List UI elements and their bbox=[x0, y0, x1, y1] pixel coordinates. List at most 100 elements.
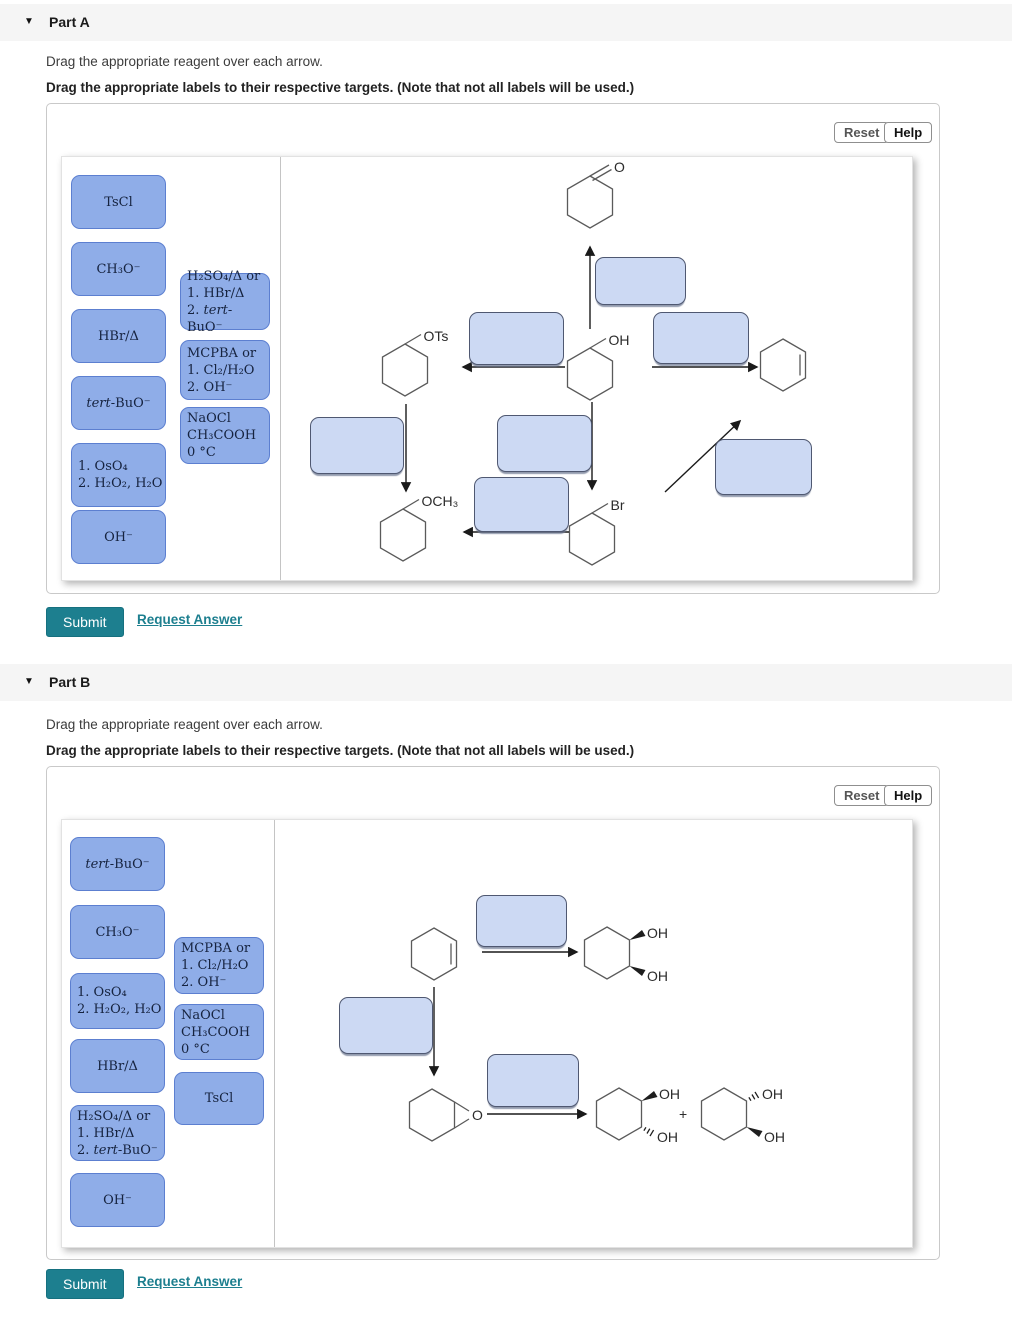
structure-cyclohexene bbox=[410, 927, 458, 981]
chip-label: tert-BuO⁻ bbox=[86, 395, 151, 411]
atom-label-oh: OH bbox=[657, 1129, 678, 1145]
palette-divider bbox=[280, 157, 281, 580]
reagent-chip-tertbuo[interactable]: tert-BuO⁻ bbox=[70, 837, 165, 891]
reagent-chip-mcpba[interactable]: MCPBA or 1. Cl₂/H₂O 2. OH⁻ bbox=[180, 340, 270, 400]
reagent-chip-hbr[interactable]: HBr/Δ bbox=[71, 309, 166, 363]
help-button[interactable]: Help bbox=[884, 785, 933, 806]
reagent-chip-tscl[interactable]: TsCl bbox=[71, 175, 166, 229]
instruction-bold-text: Drag the appropriate labels to their res… bbox=[46, 743, 635, 758]
part-a-header-bar: ▼ Part A bbox=[0, 4, 1012, 41]
chip-label: TsCl bbox=[204, 1091, 234, 1106]
reagent-chip-oh[interactable]: OH⁻ bbox=[70, 1173, 165, 1227]
chip-label: NaOCl bbox=[181, 1007, 225, 1023]
instruction-text: Drag the appropriate reagent over each a… bbox=[46, 54, 323, 69]
help-button[interactable]: Help bbox=[884, 122, 933, 143]
drop-target-dehydration[interactable] bbox=[653, 312, 749, 364]
chip-label: 0 °C bbox=[187, 445, 216, 460]
structure-bromocyclohexane: Br bbox=[568, 497, 625, 566]
part-a-workspace: TsCl CH₃O⁻ HBr/Δ tert-BuO⁻ 1. OsO₄ 2. H₂… bbox=[61, 156, 913, 581]
chip-label: 2. tert-BuO⁻ bbox=[77, 1142, 158, 1158]
reagent-chip-oso4[interactable]: 1. OsO₄ 2. H₂O₂, H₂O bbox=[70, 973, 165, 1029]
submit-button[interactable]: Submit bbox=[46, 607, 124, 637]
submit-button[interactable]: Submit bbox=[46, 1269, 124, 1299]
structure-trans-diol-1: OH OH bbox=[595, 1086, 680, 1145]
reagent-chip-mcpba[interactable]: MCPBA or 1. Cl₂/H₂O 2. OH⁻ bbox=[174, 937, 264, 994]
atom-label-oh: OH bbox=[659, 1086, 680, 1102]
chip-label: 2. H₂O₂, H₂O bbox=[77, 1002, 162, 1017]
reset-button[interactable]: Reset bbox=[834, 122, 890, 143]
part-b-workspace: tert-BuO⁻ CH₃O⁻ 1. OsO₄ 2. H₂O₂, H₂O HBr… bbox=[61, 819, 913, 1248]
arrow-bromide-to-alkene-diagonal bbox=[664, 419, 742, 493]
chip-label: CH₃O⁻ bbox=[96, 261, 141, 277]
chip-label: 1. HBr/Δ bbox=[77, 1125, 135, 1141]
structure-cyclohexanone: O bbox=[566, 159, 625, 229]
chip-label: MCPBA or bbox=[187, 345, 257, 361]
collapse-triangle-icon[interactable]: ▼ bbox=[24, 676, 34, 687]
drop-target-epoxidation[interactable] bbox=[339, 997, 433, 1054]
chip-label: 1. HBr/Δ bbox=[187, 285, 245, 301]
structure-cyclohexene bbox=[759, 338, 807, 392]
reagent-chip-ch3o[interactable]: CH₃O⁻ bbox=[71, 242, 166, 296]
reagent-chip-naocl[interactable]: NaOCl CH₃COOH 0 °C bbox=[174, 1004, 264, 1060]
palette-divider bbox=[274, 820, 275, 1247]
reagent-chip-tscl[interactable]: TsCl bbox=[174, 1072, 264, 1125]
drop-target-sn2-br[interactable] bbox=[474, 477, 569, 532]
drop-target-bromination[interactable] bbox=[497, 415, 592, 472]
drop-target-oxidation[interactable] bbox=[595, 257, 686, 305]
part-b-title: Part B bbox=[49, 674, 91, 690]
chip-label: H₂SO₄/Δ or bbox=[77, 1108, 151, 1124]
part-b-header-bar: ▼ Part B bbox=[0, 664, 1012, 701]
atom-label-oh: OH bbox=[647, 925, 668, 941]
reagent-chip-hbr[interactable]: HBr/Δ bbox=[70, 1039, 165, 1093]
request-answer-link[interactable]: Request Answer bbox=[137, 1274, 243, 1289]
atom-label-br: Br bbox=[611, 497, 625, 513]
atom-label-o: O bbox=[614, 159, 625, 175]
drop-target-dihydroxylation[interactable] bbox=[476, 895, 567, 947]
atom-label-oh: OH bbox=[762, 1086, 783, 1102]
chip-label: tert-BuO⁻ bbox=[85, 856, 150, 872]
reagent-chip-tertbuo[interactable]: tert-BuO⁻ bbox=[71, 376, 166, 430]
reagent-chip-h2so4[interactable]: H₂SO₄/Δ or 1. HBr/Δ 2. tert-BuO⁻ bbox=[180, 269, 270, 335]
chip-label: OH⁻ bbox=[104, 529, 133, 545]
request-answer-link[interactable]: Request Answer bbox=[137, 612, 243, 627]
collapse-triangle-icon[interactable]: ▼ bbox=[24, 16, 34, 27]
instruction-text: Drag the appropriate reagent over each a… bbox=[46, 717, 323, 732]
chip-label: TsCl bbox=[104, 194, 133, 210]
atom-label-oh: OH bbox=[609, 332, 630, 348]
part-b-panel: Reset Help tert-BuO⁻ CH₃O⁻ 1. OsO₄ 2. H₂… bbox=[46, 766, 940, 1260]
atom-label-och3: OCH₃ bbox=[422, 493, 459, 509]
instruction-bold-text: Drag the appropriate labels to their res… bbox=[46, 80, 635, 95]
chip-label: 2. tert-BuO⁻ bbox=[187, 302, 233, 335]
chip-label: NaOCl bbox=[187, 411, 231, 426]
atom-label-oh: OH bbox=[647, 968, 668, 984]
chip-label: CH₃COOH bbox=[181, 1024, 251, 1040]
chip-label: 0 °C bbox=[181, 1041, 210, 1057]
chip-label: H₂SO₄/Δ or bbox=[187, 268, 261, 284]
structure-trans-diol-2: OH OH bbox=[700, 1086, 785, 1145]
reagent-chip-oh[interactable]: OH⁻ bbox=[71, 510, 166, 564]
chip-label: 2. H₂O₂, H₂O bbox=[78, 476, 163, 491]
reset-button[interactable]: Reset bbox=[834, 785, 890, 806]
chip-label: 2. OH⁻ bbox=[181, 975, 227, 990]
part-b-reaction-map: OH OH O OH OH + bbox=[408, 925, 785, 1145]
part-a-panel: Reset Help TsCl CH₃O⁻ HBr/Δ tert-BuO⁻ 1.… bbox=[46, 103, 940, 594]
atom-label-ots: OTs bbox=[424, 328, 449, 344]
drop-target-epoxide-opening[interactable] bbox=[487, 1054, 579, 1107]
structure-cyclohexyl-methyl-ether: OCH₃ bbox=[379, 493, 459, 562]
drop-target-tosylation[interactable] bbox=[469, 312, 564, 365]
drop-target-elimination[interactable] bbox=[715, 439, 812, 495]
part-a-reaction-map: O OH OTs bbox=[379, 159, 807, 566]
chip-label: 1. OsO₄ bbox=[78, 459, 128, 474]
chip-label: 1. Cl₂/H₂O bbox=[181, 958, 249, 973]
reagent-chip-naocl[interactable]: NaOCl CH₃COOH 0 °C bbox=[180, 407, 270, 464]
reagent-chip-oso4[interactable]: 1. OsO₄ 2. H₂O₂, H₂O bbox=[71, 443, 166, 507]
structure-cis-diol: OH OH bbox=[583, 925, 668, 984]
atom-label-oh: OH bbox=[764, 1129, 785, 1145]
structure-cyclohexanol: OH bbox=[566, 332, 630, 401]
drop-target-sn2-ots[interactable] bbox=[310, 417, 404, 474]
reagent-chip-ch3o[interactable]: CH₃O⁻ bbox=[70, 905, 165, 959]
chip-label: 1. Cl₂/H₂O bbox=[187, 362, 255, 378]
structure-cyclohexyl-tosylate: OTs bbox=[381, 328, 449, 397]
reagent-chip-h2so4[interactable]: H₂SO₄/Δ or 1. HBr/Δ 2. tert-BuO⁻ bbox=[70, 1105, 165, 1161]
chip-label: CH₃COOH bbox=[187, 428, 257, 443]
